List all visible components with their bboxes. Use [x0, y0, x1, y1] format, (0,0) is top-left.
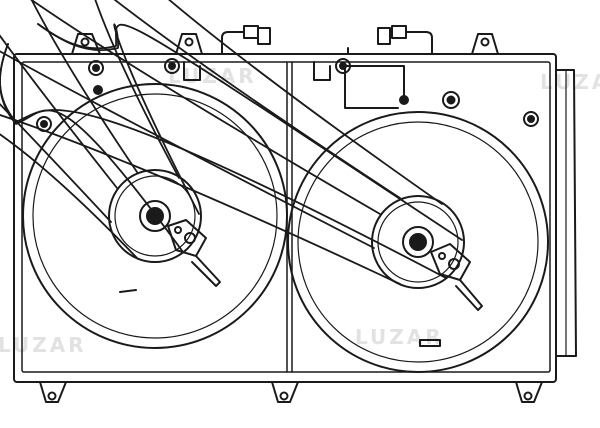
watermark-luzar-top-left: LUZAR: [168, 64, 257, 88]
right-fan-hub: [371, 195, 465, 289]
left-fan-motor-mount: [167, 219, 207, 257]
mounting-bolts: [36, 58, 539, 132]
left-fan: [0, 0, 288, 349]
right-fan-ring: [287, 111, 549, 373]
right-fan-motor-cap: [402, 226, 434, 258]
left-fan-hub: [108, 169, 202, 263]
left-fan-motor-cap: [139, 200, 171, 232]
right-fan-motor-mount: [430, 243, 471, 281]
mounting-brackets: [39, 33, 543, 403]
right-fan-blades: [0, 0, 463, 285]
right-fan: [0, 0, 549, 373]
left-fan-ring: [22, 83, 288, 349]
side-rib: [555, 69, 577, 357]
wiring-connectors: [183, 25, 433, 109]
shroud-frame: [13, 53, 557, 383]
